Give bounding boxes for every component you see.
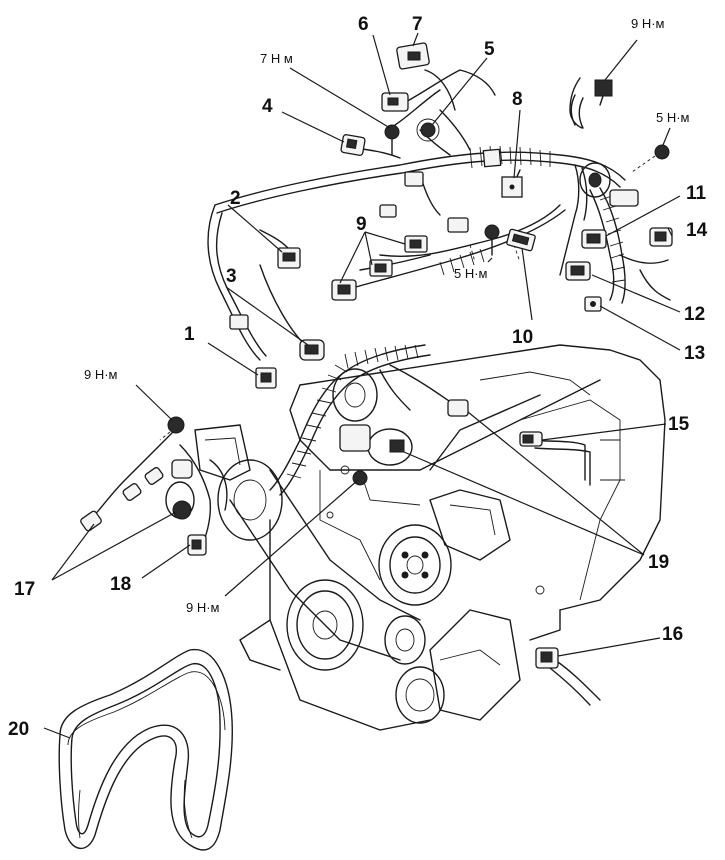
connector-12 (565, 261, 591, 281)
torque-9nm-top: 9 Н·м (631, 16, 665, 31)
bolt-5nm-mid (469, 224, 521, 263)
sensor-18 (187, 534, 207, 556)
drive-belt (58, 648, 233, 851)
labels: 6 7 7 Н м 5 9 Н·м 4 8 5 Н·м 11 2 9 14 3 … (8, 14, 708, 740)
torque-9nm-left: 9 Н·м (84, 367, 118, 382)
callout-16: 16 (662, 624, 683, 645)
callout-15: 15 (668, 414, 690, 435)
callout-14: 14 (686, 220, 708, 241)
callout-10: 10 (512, 327, 533, 348)
callout-11: 11 (686, 183, 707, 204)
bolt-9nm-left (159, 416, 185, 441)
connector-10 (506, 228, 536, 252)
leader-13 (599, 305, 681, 351)
leader-12 (591, 274, 681, 313)
callout-6: 6 (358, 14, 369, 35)
sensor-17-b (165, 459, 195, 520)
leader-9a (364, 231, 406, 245)
connector-9-a (404, 235, 428, 253)
leader-5nm-right (662, 127, 671, 146)
leader-3 (225, 286, 309, 346)
callout-20: 20 (8, 719, 29, 740)
connectors (80, 42, 673, 669)
leader-9nm-bottom (224, 479, 359, 597)
callout-1: 1 (184, 324, 195, 345)
leader-15 (541, 423, 667, 441)
leader-16 (557, 637, 661, 657)
torque-5nm-mid: 5 Н·м (454, 266, 488, 281)
callout-13: 13 (684, 343, 705, 364)
connector-7 (396, 42, 430, 70)
leader-5nm-mid (487, 257, 493, 263)
callout-8: 8 (512, 89, 523, 110)
connector-9-b (369, 259, 393, 277)
leader-1 (207, 342, 259, 376)
connector-13 (584, 296, 602, 312)
callout-5: 5 (484, 39, 495, 60)
leader-18 (141, 544, 191, 579)
leader-7nm (289, 67, 391, 129)
torque-9nm-bottom: 9 Н·м (186, 600, 220, 615)
leader-19a (467, 411, 645, 556)
sensor-16 (535, 647, 559, 669)
callout-7: 7 (412, 14, 423, 35)
callout-3: 3 (226, 266, 237, 287)
connector-5 (416, 118, 440, 142)
connector-9-c (331, 279, 357, 301)
leader-5 (431, 57, 488, 126)
bolt-5nm-right (631, 144, 670, 173)
callout-9: 9 (356, 214, 367, 235)
connector-1 (255, 367, 277, 389)
callout-4: 4 (262, 96, 273, 117)
callout-2: 2 (230, 188, 241, 209)
leader-9nm-top (604, 39, 638, 81)
leader-19b (403, 451, 645, 556)
callout-18: 18 (110, 574, 131, 595)
callout-19: 19 (648, 552, 669, 573)
leader-17b (51, 511, 177, 581)
wiring-harness (89, 69, 671, 706)
leader-14 (667, 227, 673, 237)
connector-6 (381, 92, 409, 112)
connector-19-a (447, 399, 469, 417)
callout-17: 17 (14, 579, 35, 600)
leader-2 (227, 204, 283, 253)
leader-4 (281, 111, 345, 143)
bolt-9nm-top-right (569, 77, 613, 129)
leader-9c (339, 231, 366, 284)
leader-9nm-left (135, 384, 173, 421)
leader-6 (372, 34, 391, 96)
leader-9b (364, 231, 373, 266)
connector-11 (581, 229, 607, 249)
connector-2 (277, 247, 301, 269)
connector-8 (501, 176, 523, 198)
connector-14 (649, 227, 673, 247)
leader-8 (513, 109, 521, 179)
bolt-7nm (384, 124, 400, 156)
leader-20 (43, 727, 71, 739)
connector-4 (340, 134, 366, 156)
leader-7 (412, 32, 419, 47)
connector-19-b (339, 424, 413, 466)
engine-block (194, 344, 666, 731)
leader-10 (521, 247, 533, 321)
connector-3 (299, 339, 325, 361)
torque-7nm: 7 Н м (260, 51, 293, 66)
sensor-17-a (80, 467, 164, 532)
leader-17a (51, 523, 95, 581)
callout-12: 12 (684, 304, 705, 325)
torque-5nm-right: 5 Н·м (656, 110, 690, 125)
leader-11 (605, 195, 681, 237)
sensor-15 (519, 431, 543, 447)
leader-lines (43, 32, 681, 739)
